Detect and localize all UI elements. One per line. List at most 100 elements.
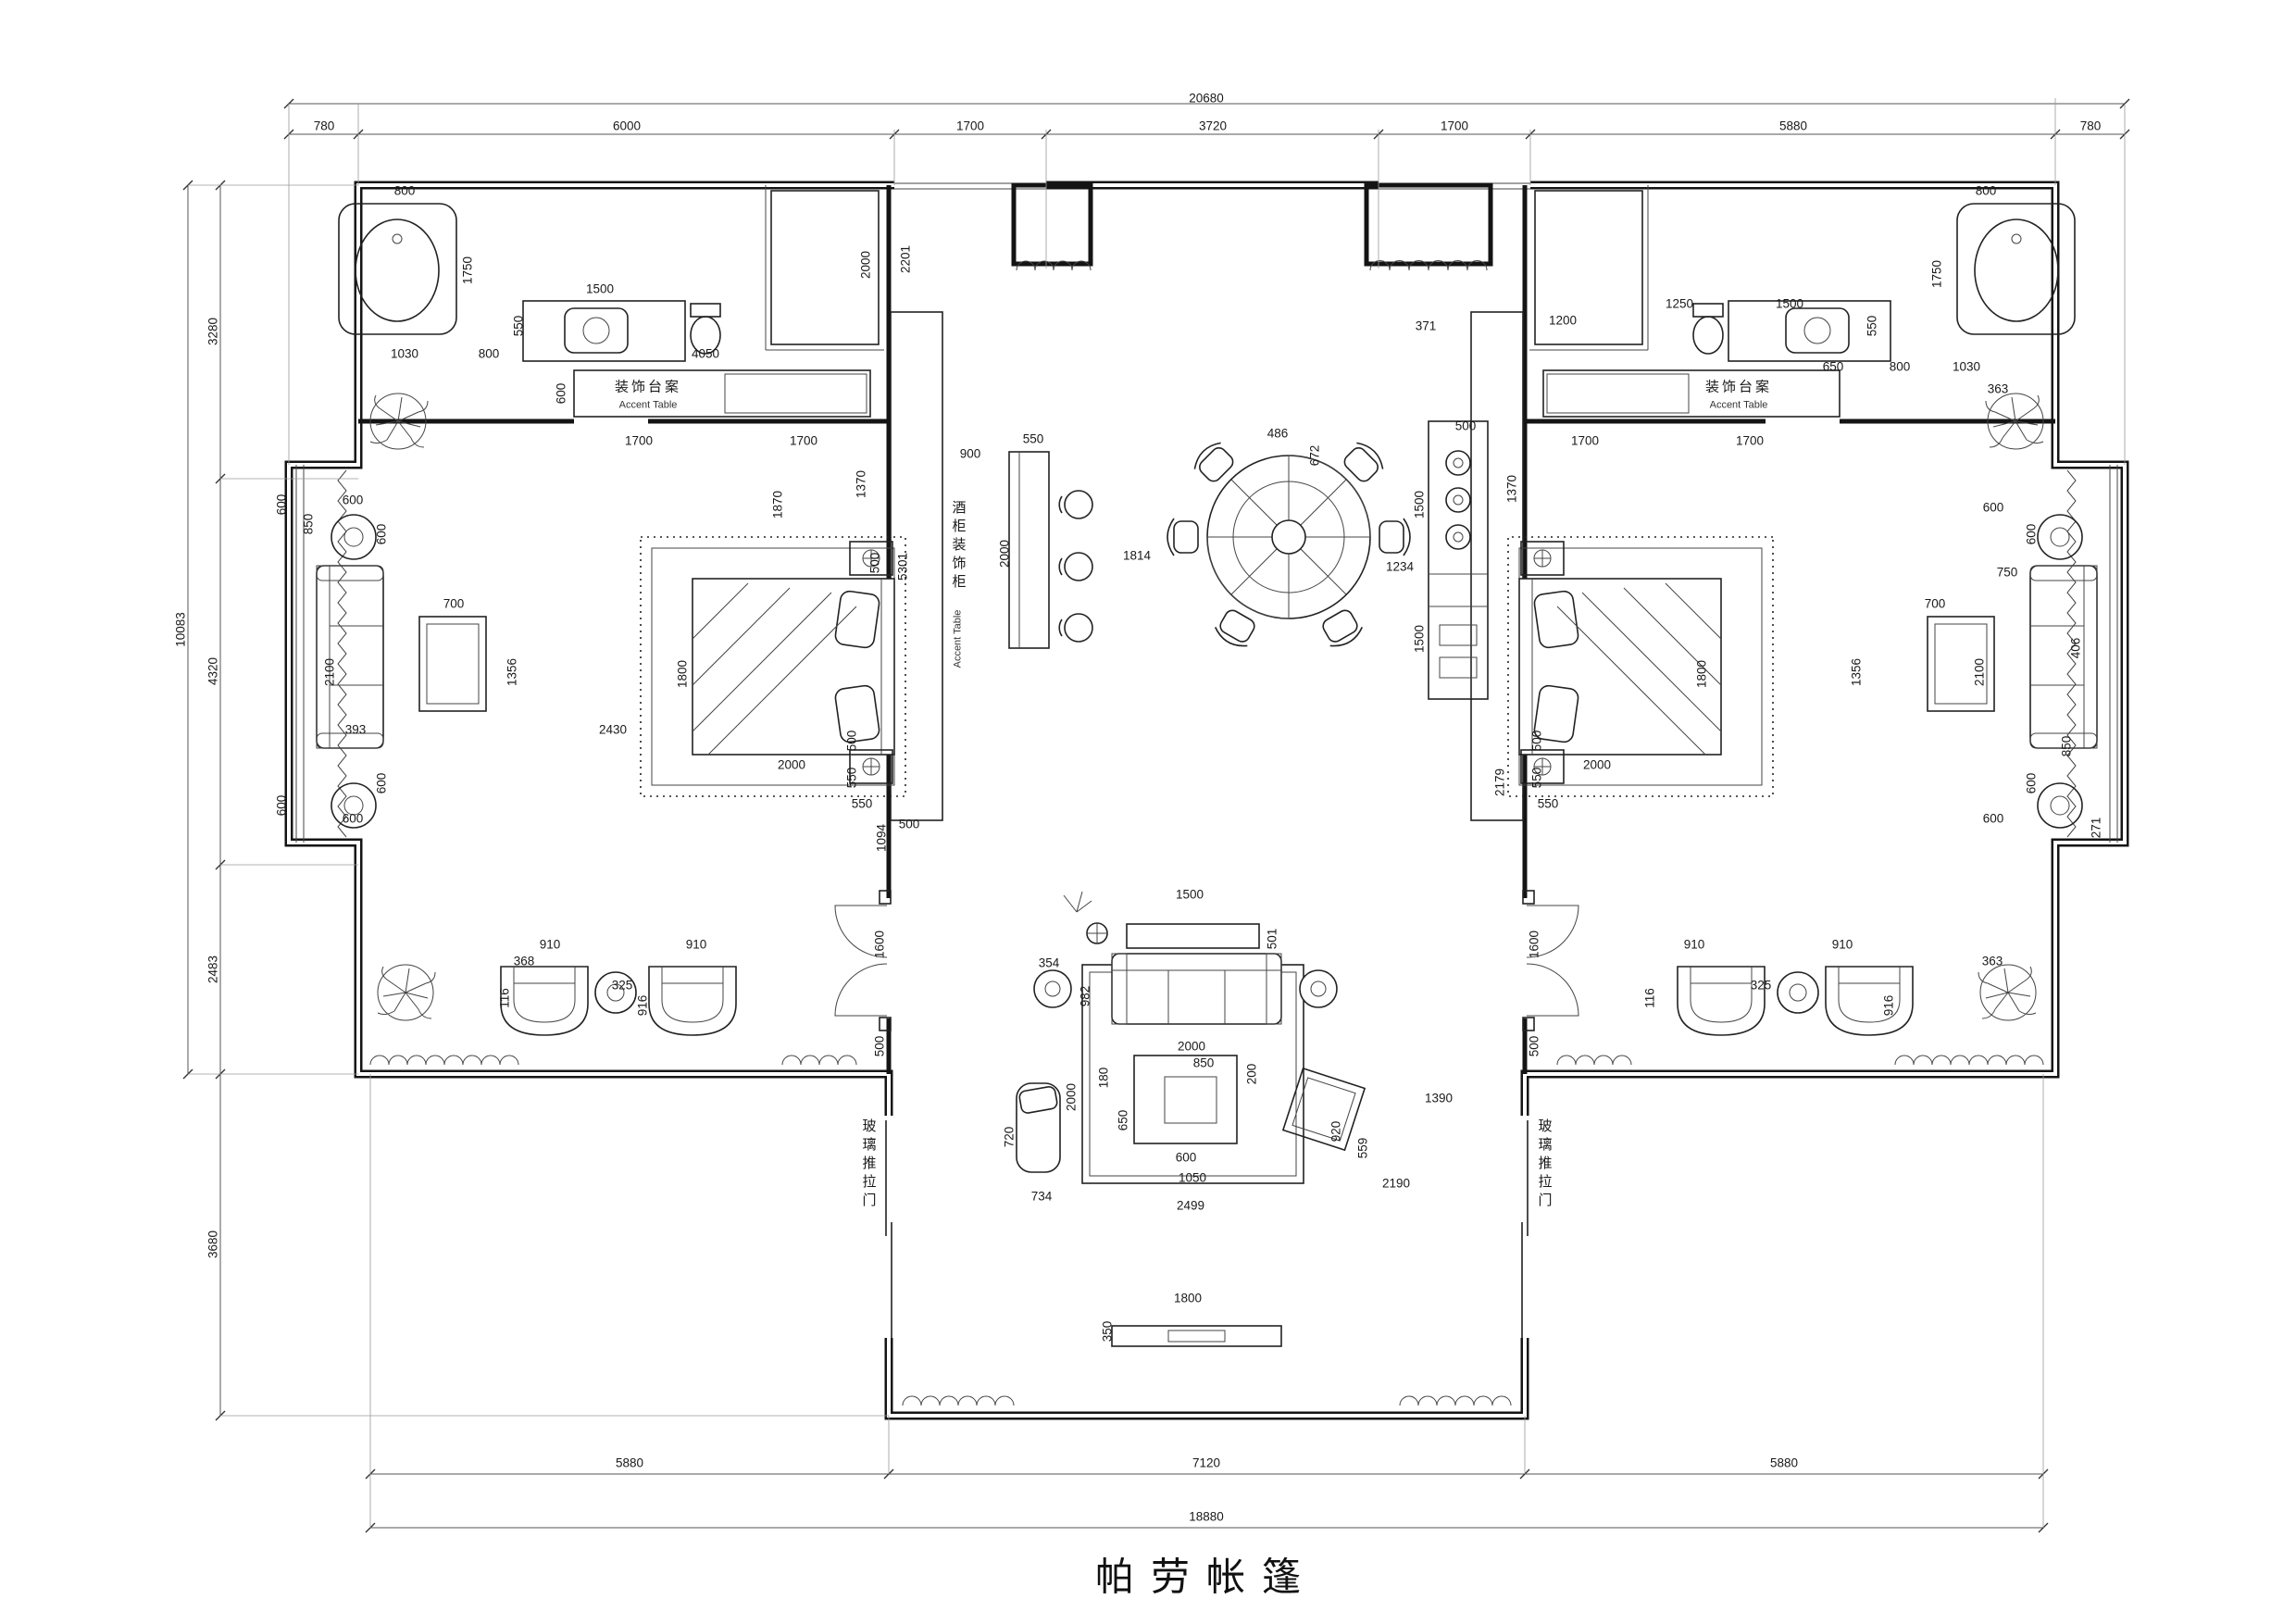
wine-cabinet-sublabel: Accent Table bbox=[952, 609, 964, 668]
dimension-label: 1700 bbox=[1440, 119, 1469, 133]
dimension-label: 1500 bbox=[1412, 624, 1427, 654]
dimension-label: 910 bbox=[539, 937, 561, 952]
dimension-label: 780 bbox=[313, 119, 335, 133]
dimension-label: 2483 bbox=[206, 955, 220, 984]
dimension-label: 180 bbox=[1096, 1067, 1111, 1089]
dimension-label: 6000 bbox=[612, 119, 642, 133]
dimension-label: 1500 bbox=[1412, 490, 1427, 519]
dimension-label: 2000 bbox=[997, 539, 1012, 568]
dimension-label: 18880 bbox=[1189, 1509, 1224, 1524]
dimension-label: 2000 bbox=[1177, 1039, 1206, 1054]
dimension-label: 650 bbox=[1822, 359, 1844, 374]
dimension-label: 550 bbox=[1022, 431, 1044, 446]
dimension-label: 2000 bbox=[858, 250, 873, 280]
dimension-label: 2430 bbox=[598, 722, 628, 737]
dimension-label: 1600 bbox=[1527, 930, 1541, 959]
coffee-table bbox=[1133, 1055, 1238, 1144]
dimension-label: 20680 bbox=[1189, 91, 1224, 106]
wine-cabinet-label: 酒柜装饰柜 bbox=[950, 500, 967, 593]
tv-console bbox=[1111, 1325, 1282, 1347]
dimension-label: 368 bbox=[513, 954, 535, 968]
drawing-title: 帕劳帐篷 bbox=[1094, 1555, 1318, 1599]
dimension-label: 1250 bbox=[1665, 296, 1694, 311]
dimension-label: 2000 bbox=[777, 757, 806, 772]
dimension-label: 5301 bbox=[895, 552, 910, 581]
dimension-label: 4320 bbox=[206, 656, 220, 686]
dimension-label: 850 bbox=[301, 513, 316, 535]
dimension-label: 3680 bbox=[206, 1230, 220, 1259]
dimension-label: 600 bbox=[1175, 1150, 1197, 1165]
dimension-label: 371 bbox=[1415, 319, 1437, 333]
dimension-label: 600 bbox=[1982, 811, 2004, 826]
dimension-label: 1500 bbox=[585, 281, 615, 296]
dimension-label: 1700 bbox=[1735, 433, 1765, 448]
dimension-label: 916 bbox=[635, 994, 650, 1017]
dimension-label: 910 bbox=[685, 937, 707, 952]
dimension-label: 982 bbox=[1078, 985, 1092, 1007]
dimension-label: 559 bbox=[1355, 1137, 1370, 1159]
dimension-label: 500 bbox=[898, 817, 920, 831]
dimension-label: 850 bbox=[2059, 735, 2074, 757]
dimension-label: 600 bbox=[374, 523, 389, 545]
dimension-label: 4050 bbox=[691, 346, 720, 361]
dimension-label: 2201 bbox=[898, 244, 913, 274]
dimension-label: 486 bbox=[1267, 426, 1289, 441]
dimension-label: 1800 bbox=[675, 659, 690, 689]
dimension-label: 600 bbox=[342, 811, 364, 826]
dimension-label: 600 bbox=[2024, 772, 2039, 794]
accent-table-label: 装饰台案 bbox=[1704, 379, 1773, 395]
dimension-label: 1370 bbox=[854, 469, 868, 499]
dimension-label: 550 bbox=[1865, 315, 1879, 337]
dimension-label: 350 bbox=[1100, 1320, 1115, 1343]
dimension-label: 500 bbox=[1529, 730, 1544, 752]
dimension-label: 672 bbox=[1307, 444, 1322, 467]
dimension-lines bbox=[182, 98, 2130, 1533]
service-counter bbox=[1428, 420, 1489, 700]
dimension-label: 850 bbox=[1192, 1056, 1215, 1070]
dimension-label: 1234 bbox=[1385, 559, 1415, 574]
dimension-label: 1500 bbox=[1175, 887, 1204, 902]
dimension-label: 700 bbox=[443, 596, 465, 611]
dimension-label: 2000 bbox=[1582, 757, 1612, 772]
dimension-label: 910 bbox=[1831, 937, 1853, 952]
glass-sliding-door-label: 玻璃推拉门 bbox=[860, 1118, 877, 1211]
dimension-label: 500 bbox=[844, 730, 859, 752]
dimension-label: 600 bbox=[2024, 523, 2039, 545]
accent-table-sublabel: Accent Table bbox=[618, 399, 678, 411]
dimension-label: 406 bbox=[2068, 637, 2083, 659]
dimension-label: 500 bbox=[1454, 418, 1477, 433]
dining-table bbox=[1206, 455, 1371, 619]
dimension-label: 7120 bbox=[1192, 1455, 1221, 1470]
dimension-label: 116 bbox=[1642, 988, 1657, 1008]
dimension-label: 2499 bbox=[1176, 1198, 1205, 1213]
dimension-label: 1700 bbox=[624, 433, 654, 448]
dimension-label: 1356 bbox=[1849, 657, 1864, 687]
dimension-label: 1700 bbox=[955, 119, 985, 133]
dimension-label: 780 bbox=[2079, 119, 2102, 133]
dimension-label: 5880 bbox=[1769, 1455, 1799, 1470]
dimension-label: 116 bbox=[497, 988, 512, 1008]
dimension-label: 325 bbox=[1750, 978, 1772, 993]
dimension-label: 500 bbox=[872, 1035, 887, 1057]
dimension-label: 363 bbox=[1981, 954, 2003, 968]
dimension-label: 1750 bbox=[1929, 259, 1944, 289]
dimension-label: 550 bbox=[851, 796, 873, 811]
dimension-label: 2100 bbox=[322, 657, 337, 687]
dimension-label: 363 bbox=[1987, 381, 2009, 396]
dimension-label: 734 bbox=[1030, 1189, 1053, 1204]
dimension-label: 1356 bbox=[505, 657, 519, 687]
dimension-label: 10083 bbox=[173, 612, 188, 647]
dimension-label: 3720 bbox=[1198, 119, 1228, 133]
dimension-label: 1094 bbox=[874, 823, 889, 853]
dimension-label: 325 bbox=[611, 978, 633, 993]
dimension-label: 1050 bbox=[1178, 1170, 1207, 1185]
dimension-label: 2000 bbox=[1064, 1082, 1079, 1112]
dimension-label: 393 bbox=[344, 722, 367, 737]
dimension-label: 550 bbox=[1537, 796, 1559, 811]
chaise bbox=[1016, 1082, 1061, 1173]
dimension-label: 600 bbox=[274, 794, 289, 817]
dimension-label: 1800 bbox=[1694, 659, 1709, 689]
dimension-label: 1200 bbox=[1548, 313, 1578, 328]
